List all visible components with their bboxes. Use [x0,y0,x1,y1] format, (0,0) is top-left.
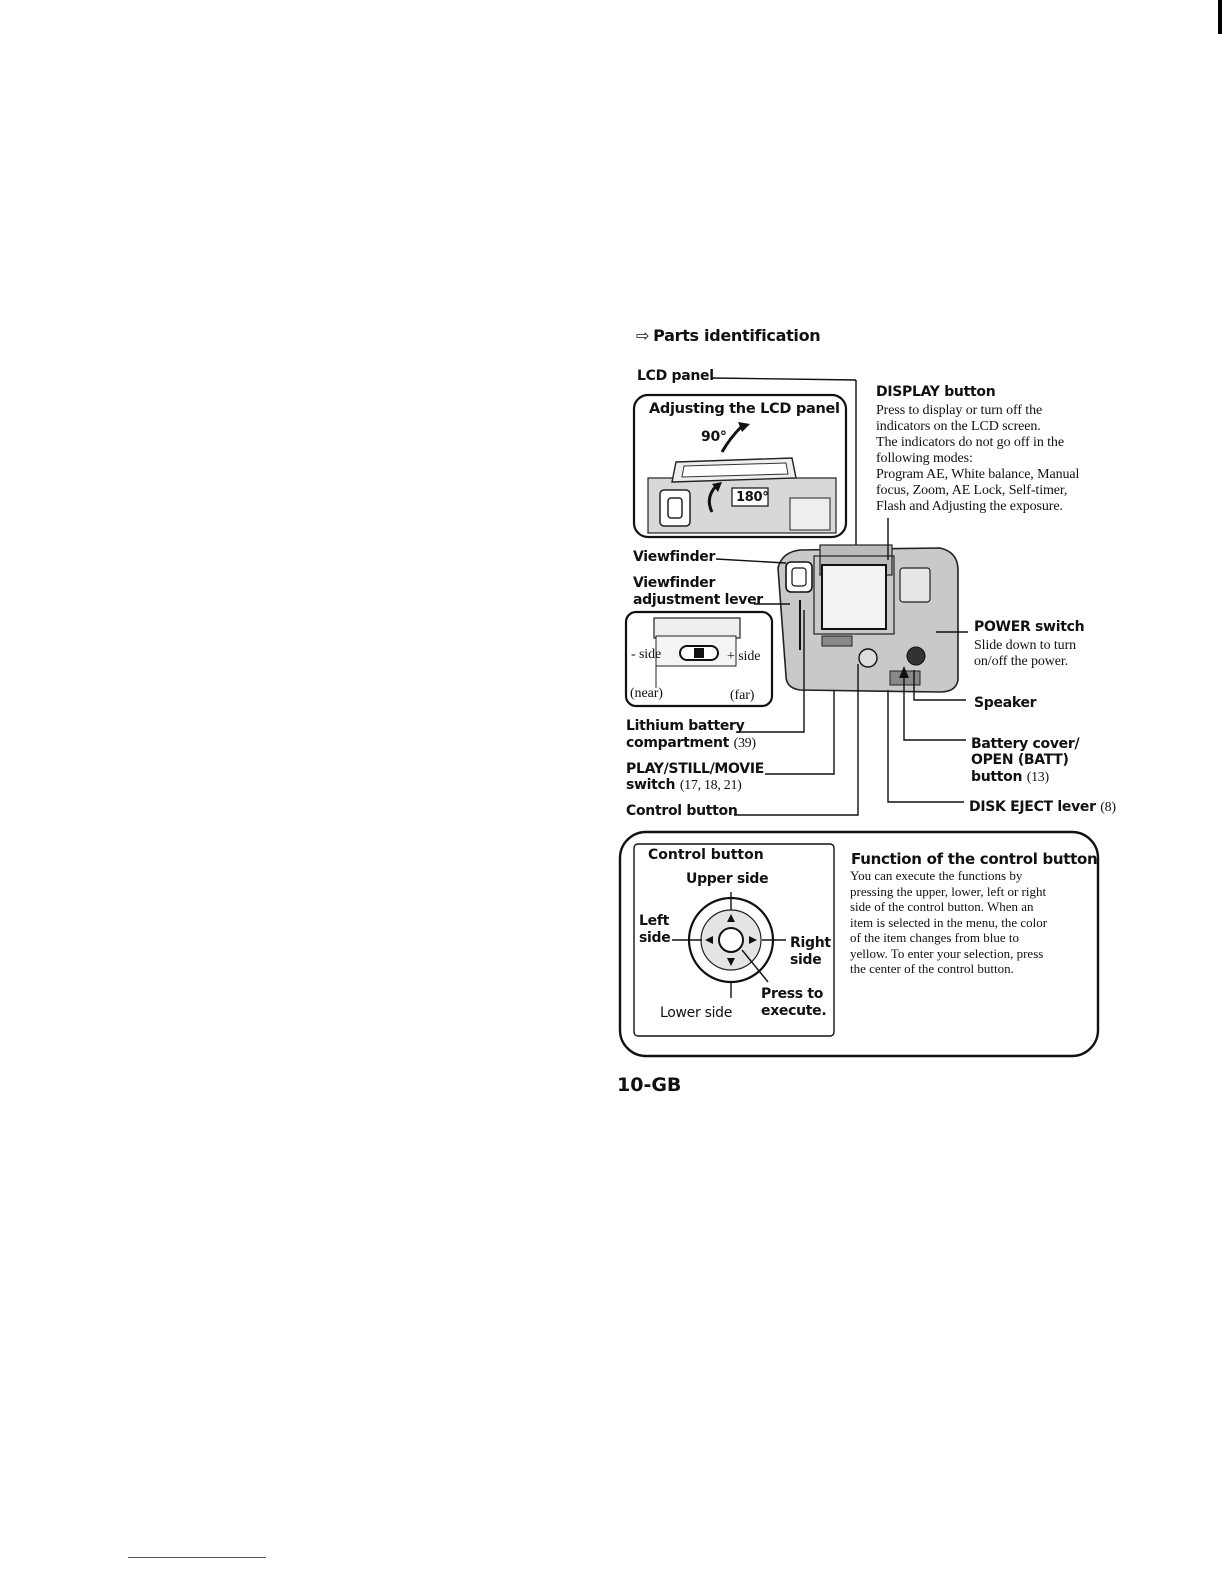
display-desc-line: Flash and Adjusting the exposure. [876,499,1063,514]
function-desc-line: You can execute the functions by [850,868,1023,883]
function-desc-line: yellow. To enter your selection, press [850,945,1044,961]
label-viewfinder: Viewfinder [633,549,716,565]
display-description: Press to display or turn off the indicat… [876,403,1126,515]
label-disk-eject: DISK EJECT lever (8) [969,799,1116,816]
label-plus-side: + side [727,649,761,664]
function-desc-line: item is selected in the menu, the color [850,914,1048,930]
label-minus-side: - side [631,647,662,662]
power-desc-line: Slide down to turn [974,638,1077,653]
label-left-side-1: Left [639,913,669,929]
label-lcd-panel: LCD panel [637,368,714,384]
lcd-leader [711,377,857,381]
label-viewfinder-adjust-2: adjustment lever [633,592,763,608]
label-far: (far) [730,688,755,703]
label-play-switch-2: switch (17, 18, 21) [626,777,742,794]
function-description: You can execute the functions by pressin… [850,868,1090,977]
battery-ref: (13) [1026,770,1049,785]
label-control-button: Control button [626,803,738,819]
label-play-switch-1: PLAY/STILL/MOVIE [626,761,764,777]
label-battery-cover-1: Battery cover/ [971,736,1080,752]
section-title: ⇨Parts identification [636,326,821,345]
function-desc-line: the center of the control button. [850,961,1014,976]
label-lower-side: Lower side [660,1005,733,1021]
label-lithium-battery-2: compartment (39) [626,735,756,752]
display-desc-line: following modes: [876,451,973,466]
bottom-rule [128,1557,266,1558]
display-desc-line: Program AE, White balance, Manual [876,467,1080,482]
display-desc-line: focus, Zoom, AE Lock, Self-timer, [876,483,1068,498]
battery-text: button [971,769,1023,785]
function-title: Function of the control button [851,850,1098,868]
label-power-switch: POWER switch [974,619,1085,635]
label-display-button: DISPLAY button [876,384,996,400]
label-90-degrees: 90° [701,429,727,445]
function-desc-line: pressing the upper, lower, left or right [850,883,1047,899]
label-right-side-2: side [790,952,822,968]
label-viewfinder-adjust-1: Viewfinder [633,575,716,591]
label-press-2: execute. [761,1003,827,1019]
play-ref: (17, 18, 21) [679,778,742,793]
disk-ref: (8) [1100,800,1116,815]
label-180-degrees: 180° [736,490,769,505]
label-upper-side: Upper side [686,871,769,887]
label-press-1: Press to [761,986,824,1002]
page-number: 10-GB [617,1074,682,1096]
control-inset-frame [633,843,835,1037]
disk-text: DISK EJECT lever [969,799,1096,815]
power-desc-line: on/off the power. [974,654,1069,669]
label-left-side-2: side [639,930,671,946]
control-box-title: Control button [648,847,764,863]
label-speaker: Speaker [974,695,1037,711]
camera-body [777,544,959,693]
function-desc-line: of the item changes from blue to [850,930,1019,945]
power-description: Slide down to turn on/off the power. [974,638,1076,670]
control-section-frame [618,830,1100,1058]
lcd-inset-illustration [647,422,837,534]
label-near: (near) [630,686,663,701]
edge-marker [1218,0,1222,34]
label-battery-cover-3: button (13) [971,769,1049,786]
label-right-side-1: Right [790,935,831,951]
label-battery-cover-2: OPEN (BATT) [971,752,1069,768]
arrow-icon: ⇨ [636,326,650,345]
display-desc-line: indicators on the LCD screen. [876,419,1041,434]
control-dial-illustration [672,892,786,998]
lithium-ref: (39) [733,736,756,751]
label-lithium-battery-1: Lithium battery [626,718,745,734]
section-title-text: Parts identification [653,326,821,345]
play-text: switch [626,777,676,793]
label-adjusting-lcd: Adjusting the LCD panel [649,401,840,417]
display-desc-line: Press to display or turn off the [876,403,1043,418]
lever-illustration [653,617,741,688]
display-desc-line: The indicators do not go off in the [876,435,1064,450]
lithium-text: compartment [626,735,730,751]
function-desc-line: side of the control button. When an [850,899,1034,914]
